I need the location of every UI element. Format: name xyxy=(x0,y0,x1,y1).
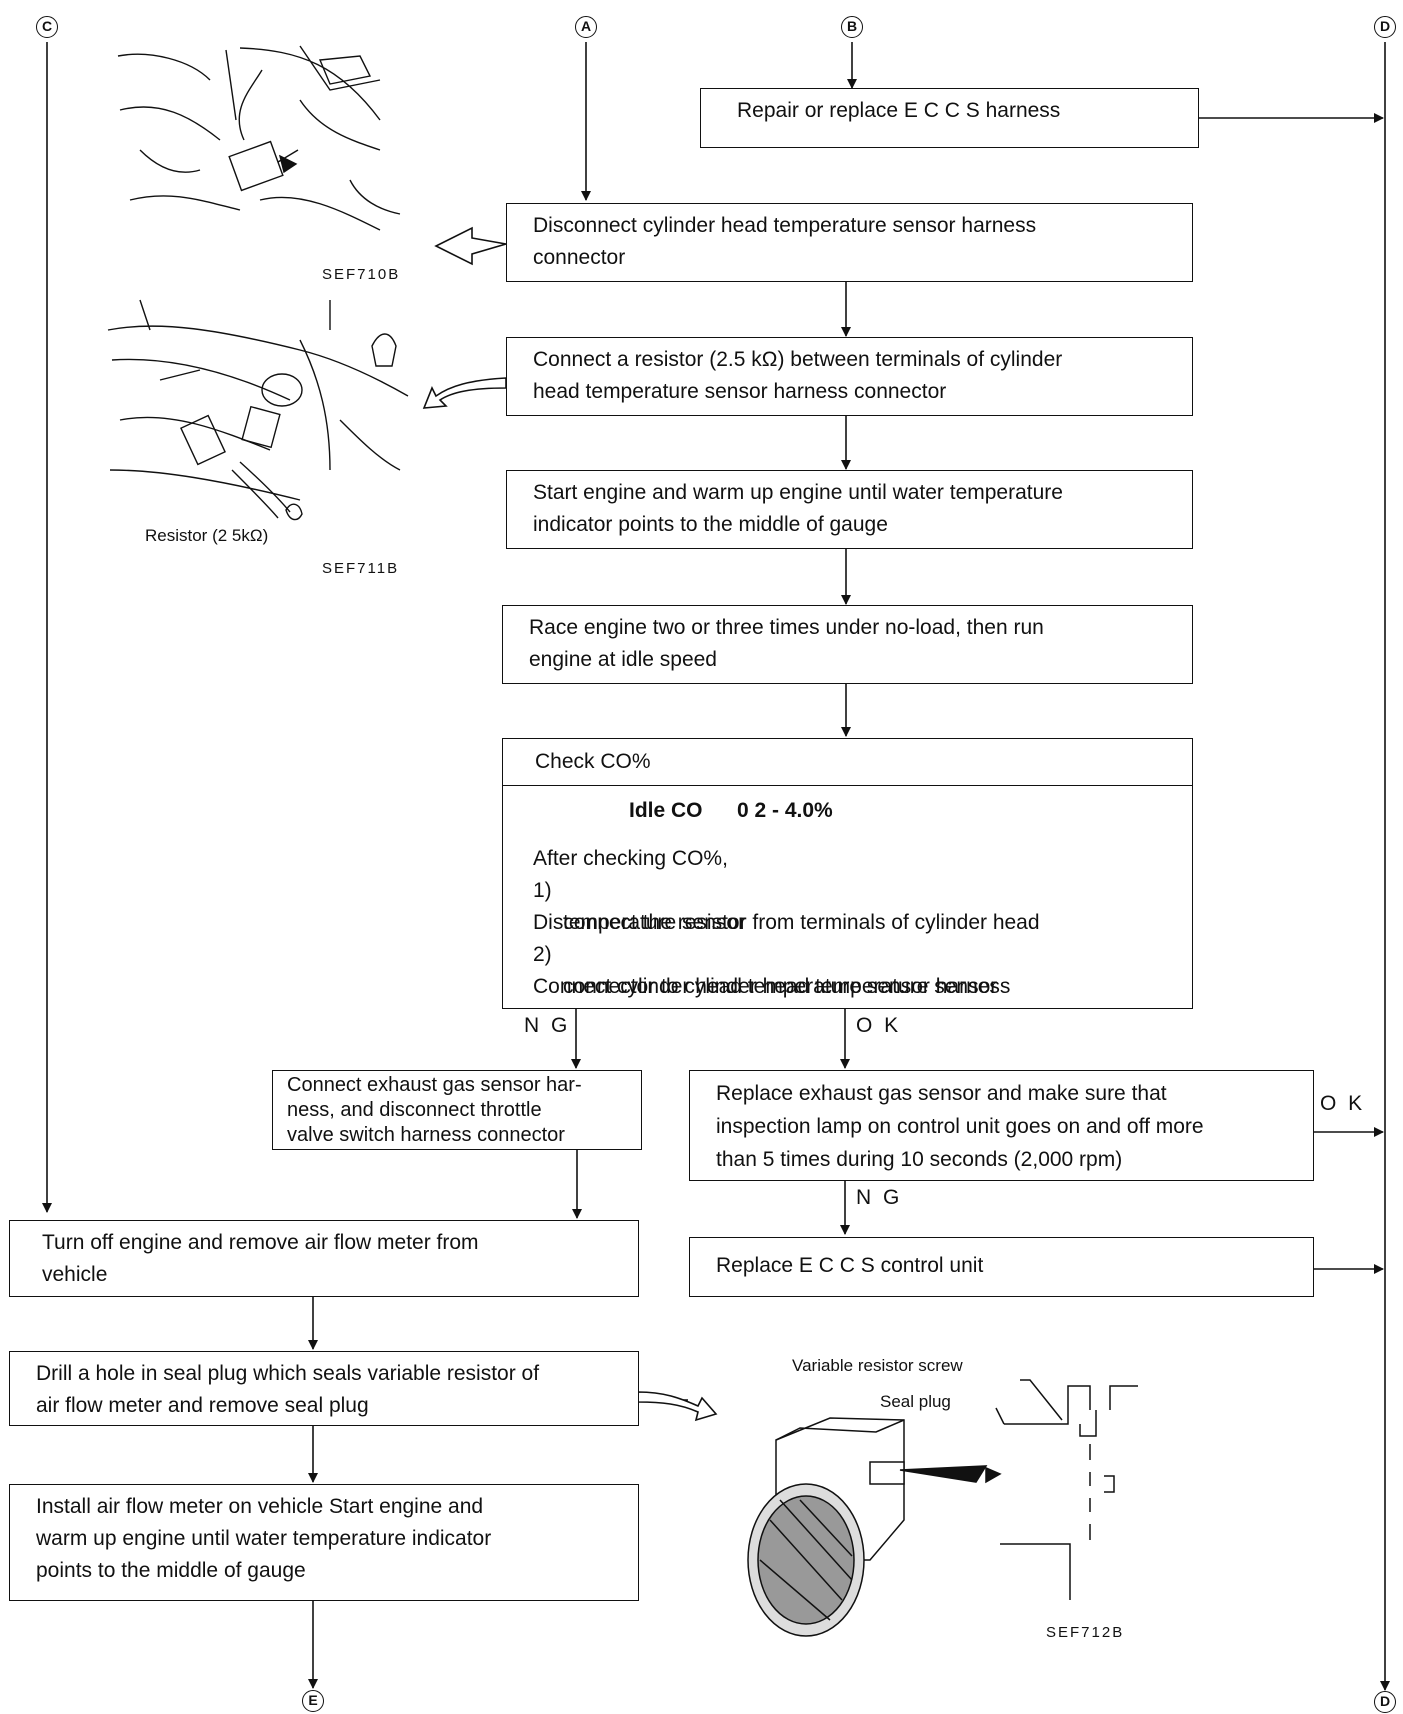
idle-co-label: Idle CO xyxy=(629,799,703,822)
drill-hole-box: Drill a hole in seal plug which seals va… xyxy=(9,1351,639,1426)
connect-resistor-box: Connect a resistor (2.5 kΩ) between term… xyxy=(506,337,1193,416)
race-engine-box: Race engine two or three times under no-… xyxy=(502,605,1193,684)
repair-harness-box: Repair or replace E C C S harness xyxy=(700,88,1199,148)
pointer-arrow-icon xyxy=(434,226,507,266)
seal-plug-caption: Seal plug xyxy=(880,1392,951,1411)
resistor-caption: Resistor (2 5kΩ) xyxy=(145,526,269,545)
figure-sef711b xyxy=(107,299,409,521)
figure-sef710b xyxy=(117,45,401,231)
ng-label-exhaust: N G xyxy=(856,1186,903,1209)
figure-sef712b xyxy=(747,1379,1138,1637)
disconnect-sensor-box: Disconnect cylinder head temperature sen… xyxy=(506,203,1193,282)
step1-number: 1) xyxy=(533,879,552,902)
after-checking-text: After checking CO%, xyxy=(533,847,728,870)
idle-co-value: 0 2 - 4.0% xyxy=(737,799,833,822)
check-co-title: Check CO% xyxy=(503,739,1192,786)
start-engine-box: Start engine and warm up engine until wa… xyxy=(506,470,1193,549)
install-box: Install air flow meter on vehicle Start … xyxy=(9,1484,639,1601)
step2-number: 2) xyxy=(533,943,552,966)
ng-label-check: N G xyxy=(524,1014,571,1037)
ok-label-check: O K xyxy=(856,1014,902,1037)
replace-exhaust-box: Replace exhaust gas sensor and make sure… xyxy=(689,1070,1314,1181)
connector-b: B xyxy=(841,16,863,38)
connector-c: C xyxy=(36,16,58,38)
variable-resistor-screw-caption: Variable resistor screw xyxy=(792,1356,963,1375)
turn-off-box: Turn off engine and remove air flow mete… xyxy=(9,1220,639,1297)
figure-code-sef711b: SEF711B xyxy=(322,560,400,577)
connector-d-top: D xyxy=(1374,16,1396,38)
replace-ecu-box: Replace E C C S control unit xyxy=(689,1237,1314,1297)
figure-code-sef712b: SEF712B xyxy=(1046,1624,1125,1641)
check-co-box: Check CO% Idle CO 0 2 - 4.0% After checki… xyxy=(502,738,1193,1009)
connect-exhaust-box: Connect exhaust gas sensor har-ness, and… xyxy=(272,1070,642,1150)
figure-code-sef710b: SEF710B xyxy=(322,266,401,283)
ok-label-exhaust: O K xyxy=(1320,1092,1366,1115)
connector-d-bottom: D xyxy=(1374,1691,1396,1713)
connector-a: A xyxy=(575,16,597,38)
connector-e: E xyxy=(302,1690,324,1712)
